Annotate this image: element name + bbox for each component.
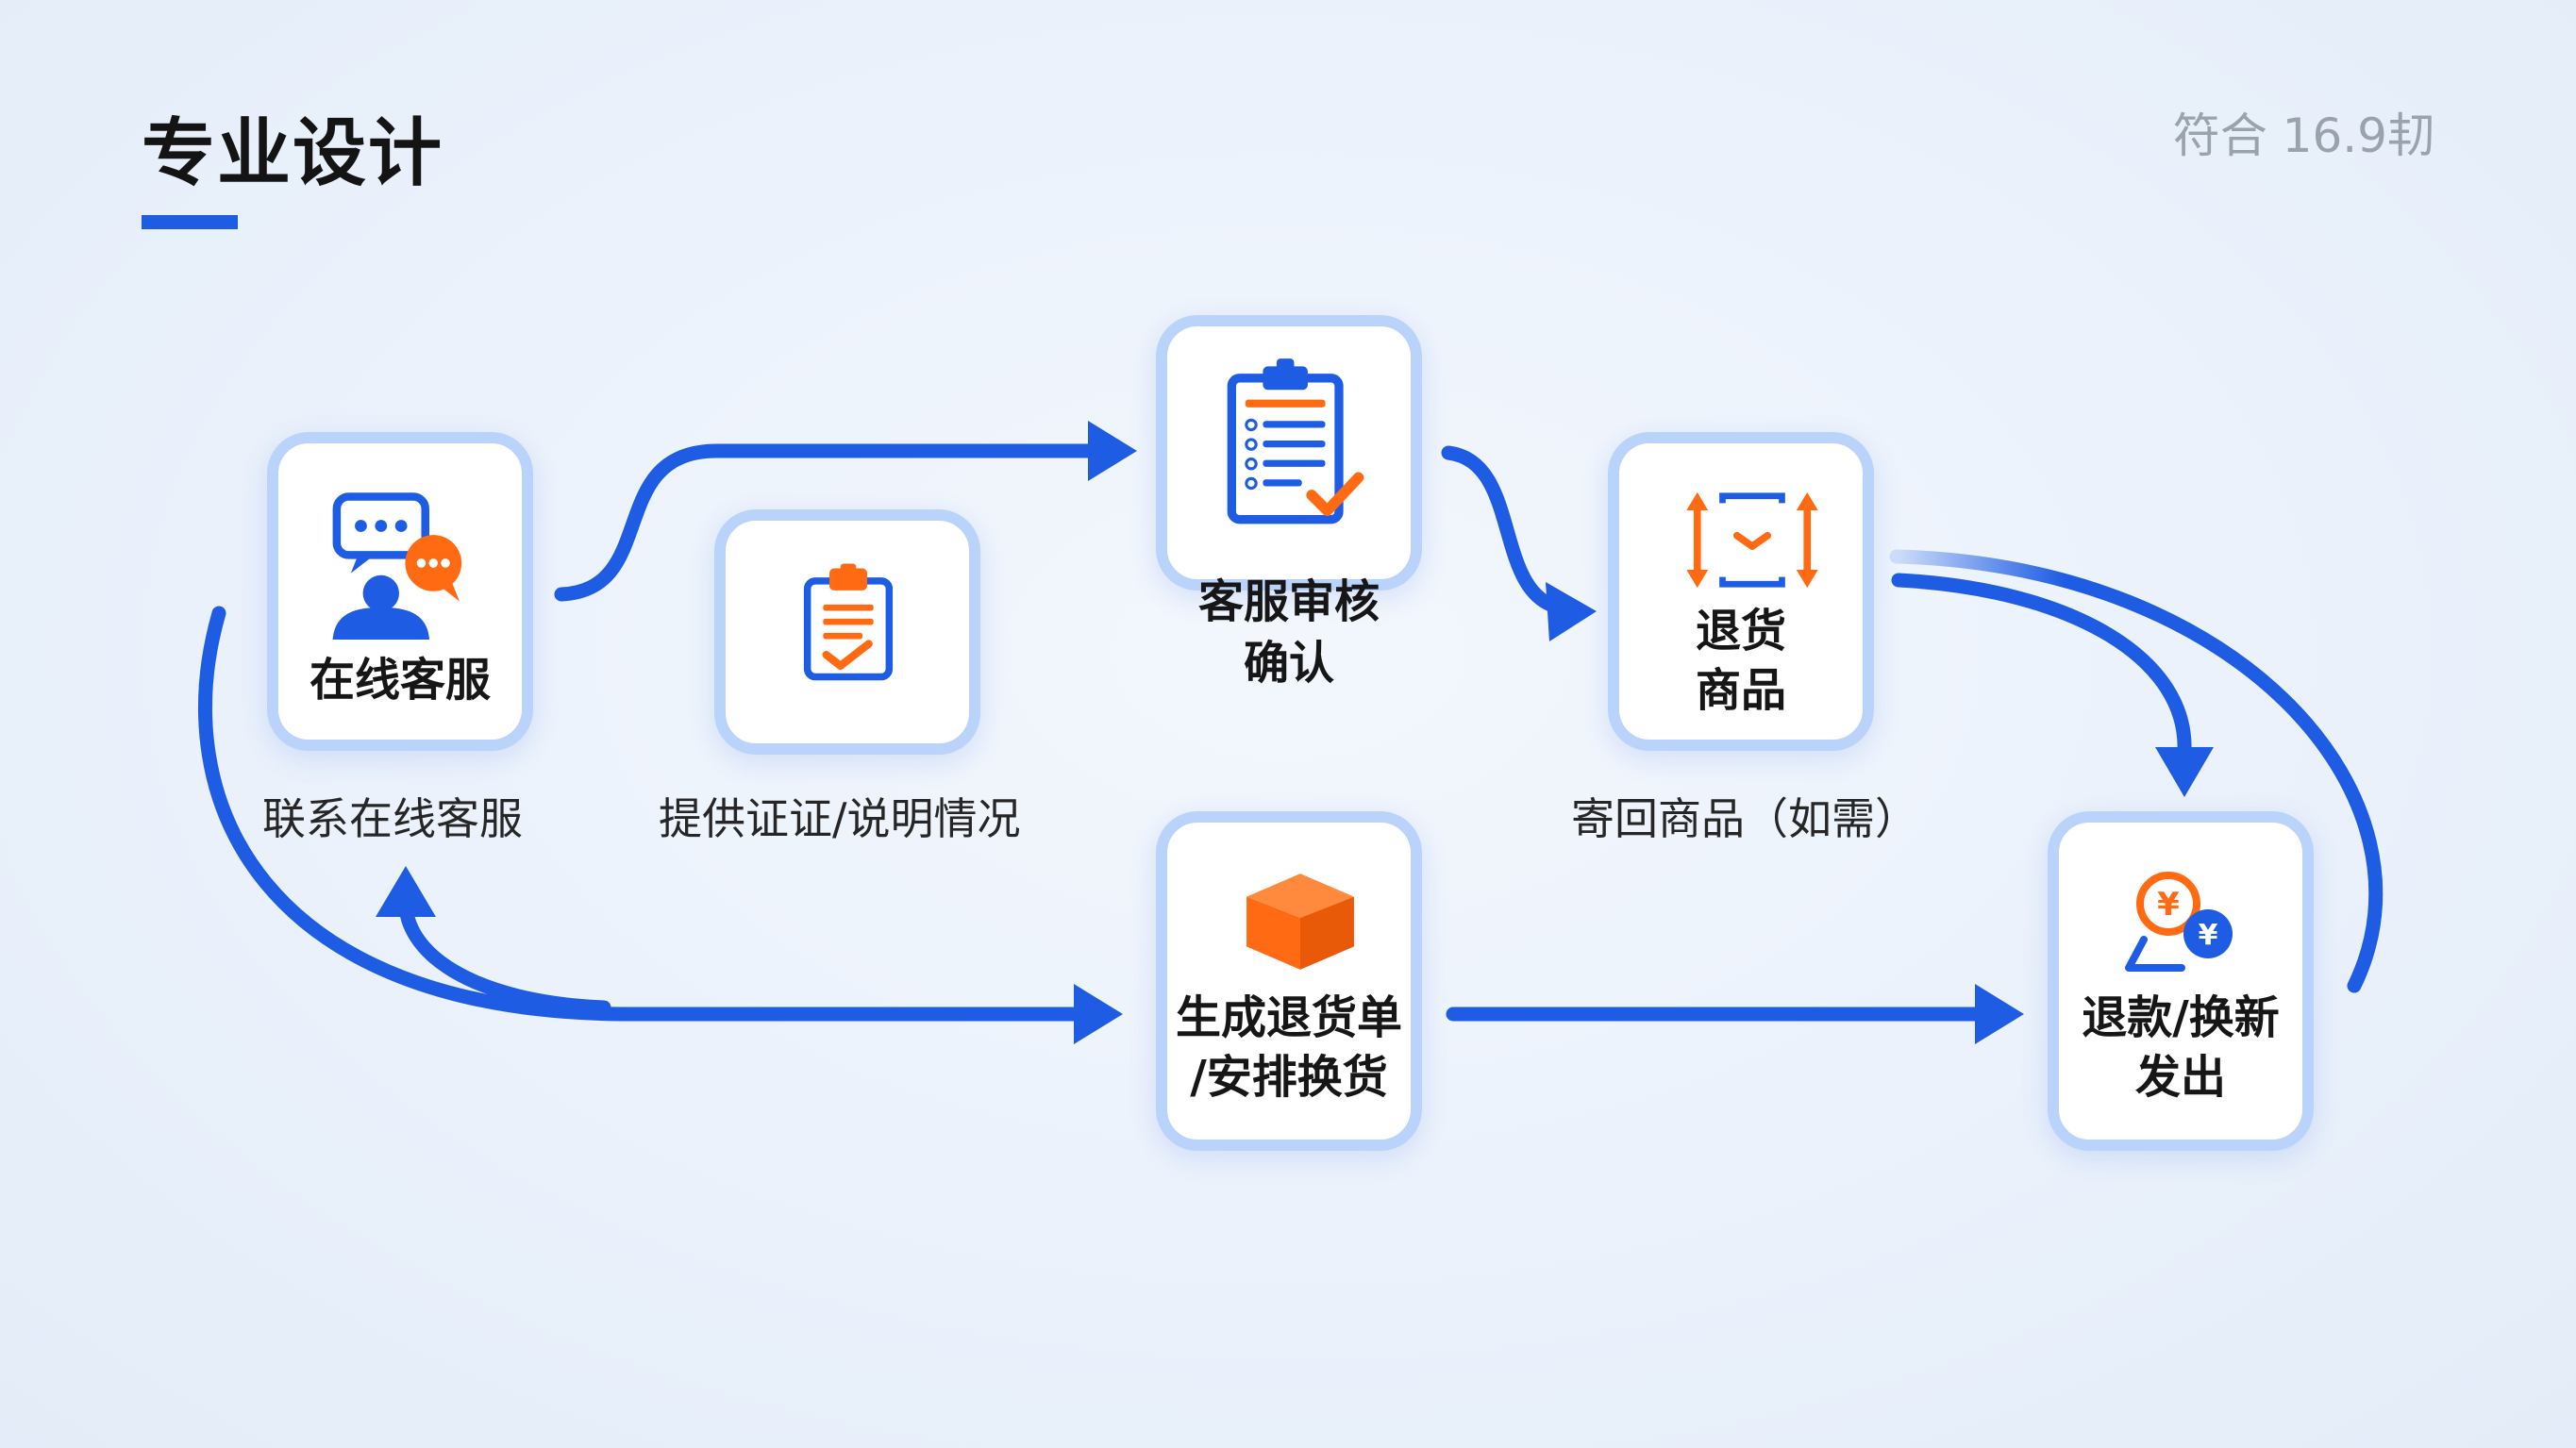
arrow-loop-inner xyxy=(398,889,611,1015)
review-label: 客服审核 确认 xyxy=(1132,572,1446,694)
review-label-line1: 客服审核 xyxy=(1197,575,1380,628)
online-service-label: 在线客服 xyxy=(309,654,491,707)
refund-label: 退款/换新 发出 xyxy=(2059,989,2302,1108)
step-card-online-service: 在线客服 xyxy=(267,432,533,751)
refund-coins-icon: ¥ ¥ xyxy=(2125,872,2233,972)
evidence-caption: 提供证证/说明情况 xyxy=(659,793,1021,844)
return-order-line1: 生成退货单 xyxy=(1175,991,1402,1044)
arrowhead-service-up xyxy=(376,866,436,917)
review-label-line2: 确认 xyxy=(1243,636,1334,690)
refund-line2: 发出 xyxy=(2134,1051,2226,1105)
clipboard-check-icon xyxy=(803,563,894,681)
return-order-line2: /安排换货 xyxy=(1190,1051,1388,1105)
step-card-review xyxy=(1156,315,1422,591)
return-goods-caption: 寄回商品（如需） xyxy=(1571,793,1918,844)
return-goods-label: 退货 商品 xyxy=(1619,602,1863,722)
arrowhead-return xyxy=(1546,582,1597,641)
refund-line1: 退款/换新 xyxy=(2082,991,2280,1044)
contact-service-caption: 联系在线客服 xyxy=(262,793,523,844)
step-card-evidence xyxy=(714,509,980,755)
checklist-clipboard-icon xyxy=(1227,358,1364,524)
arrow-loop-outer xyxy=(198,606,1091,1022)
arrowhead-refund-right xyxy=(1975,984,2024,1044)
arrowhead-refund-down xyxy=(2155,747,2214,797)
svg-text:¥: ¥ xyxy=(2199,919,2218,952)
arrow-review-to-return xyxy=(1441,445,1572,616)
title-underline xyxy=(142,215,238,229)
return-goods-line1: 退货 xyxy=(1695,605,1786,657)
customer-service-chat-icon xyxy=(332,492,462,640)
step-card-return-order: 生成退货单 /安排换货 xyxy=(1156,811,1422,1151)
return-exchange-arrows-icon xyxy=(1686,491,1818,589)
step-card-return-goods: 退货 商品 xyxy=(1608,432,1874,751)
svg-text:¥: ¥ xyxy=(2157,886,2180,924)
arrowhead-order xyxy=(1074,984,1123,1044)
step-card-refund: ¥ ¥ 退款/换新 发出 xyxy=(2048,811,2314,1151)
package-box-icon xyxy=(1246,874,1354,970)
return-goods-line2: 商品 xyxy=(1695,664,1786,718)
arrow-service-to-review xyxy=(554,443,1107,602)
return-order-label: 生成退货单 /安排换货 xyxy=(1167,989,1411,1108)
page-title: 专业设计 xyxy=(142,111,444,196)
ratio-note: 符合 16.9㓞 xyxy=(2172,108,2434,163)
arrowhead-review xyxy=(1088,421,1137,481)
arrow-refund-loop-back xyxy=(1889,549,2384,993)
arrow-return-to-refund xyxy=(1891,573,2192,757)
